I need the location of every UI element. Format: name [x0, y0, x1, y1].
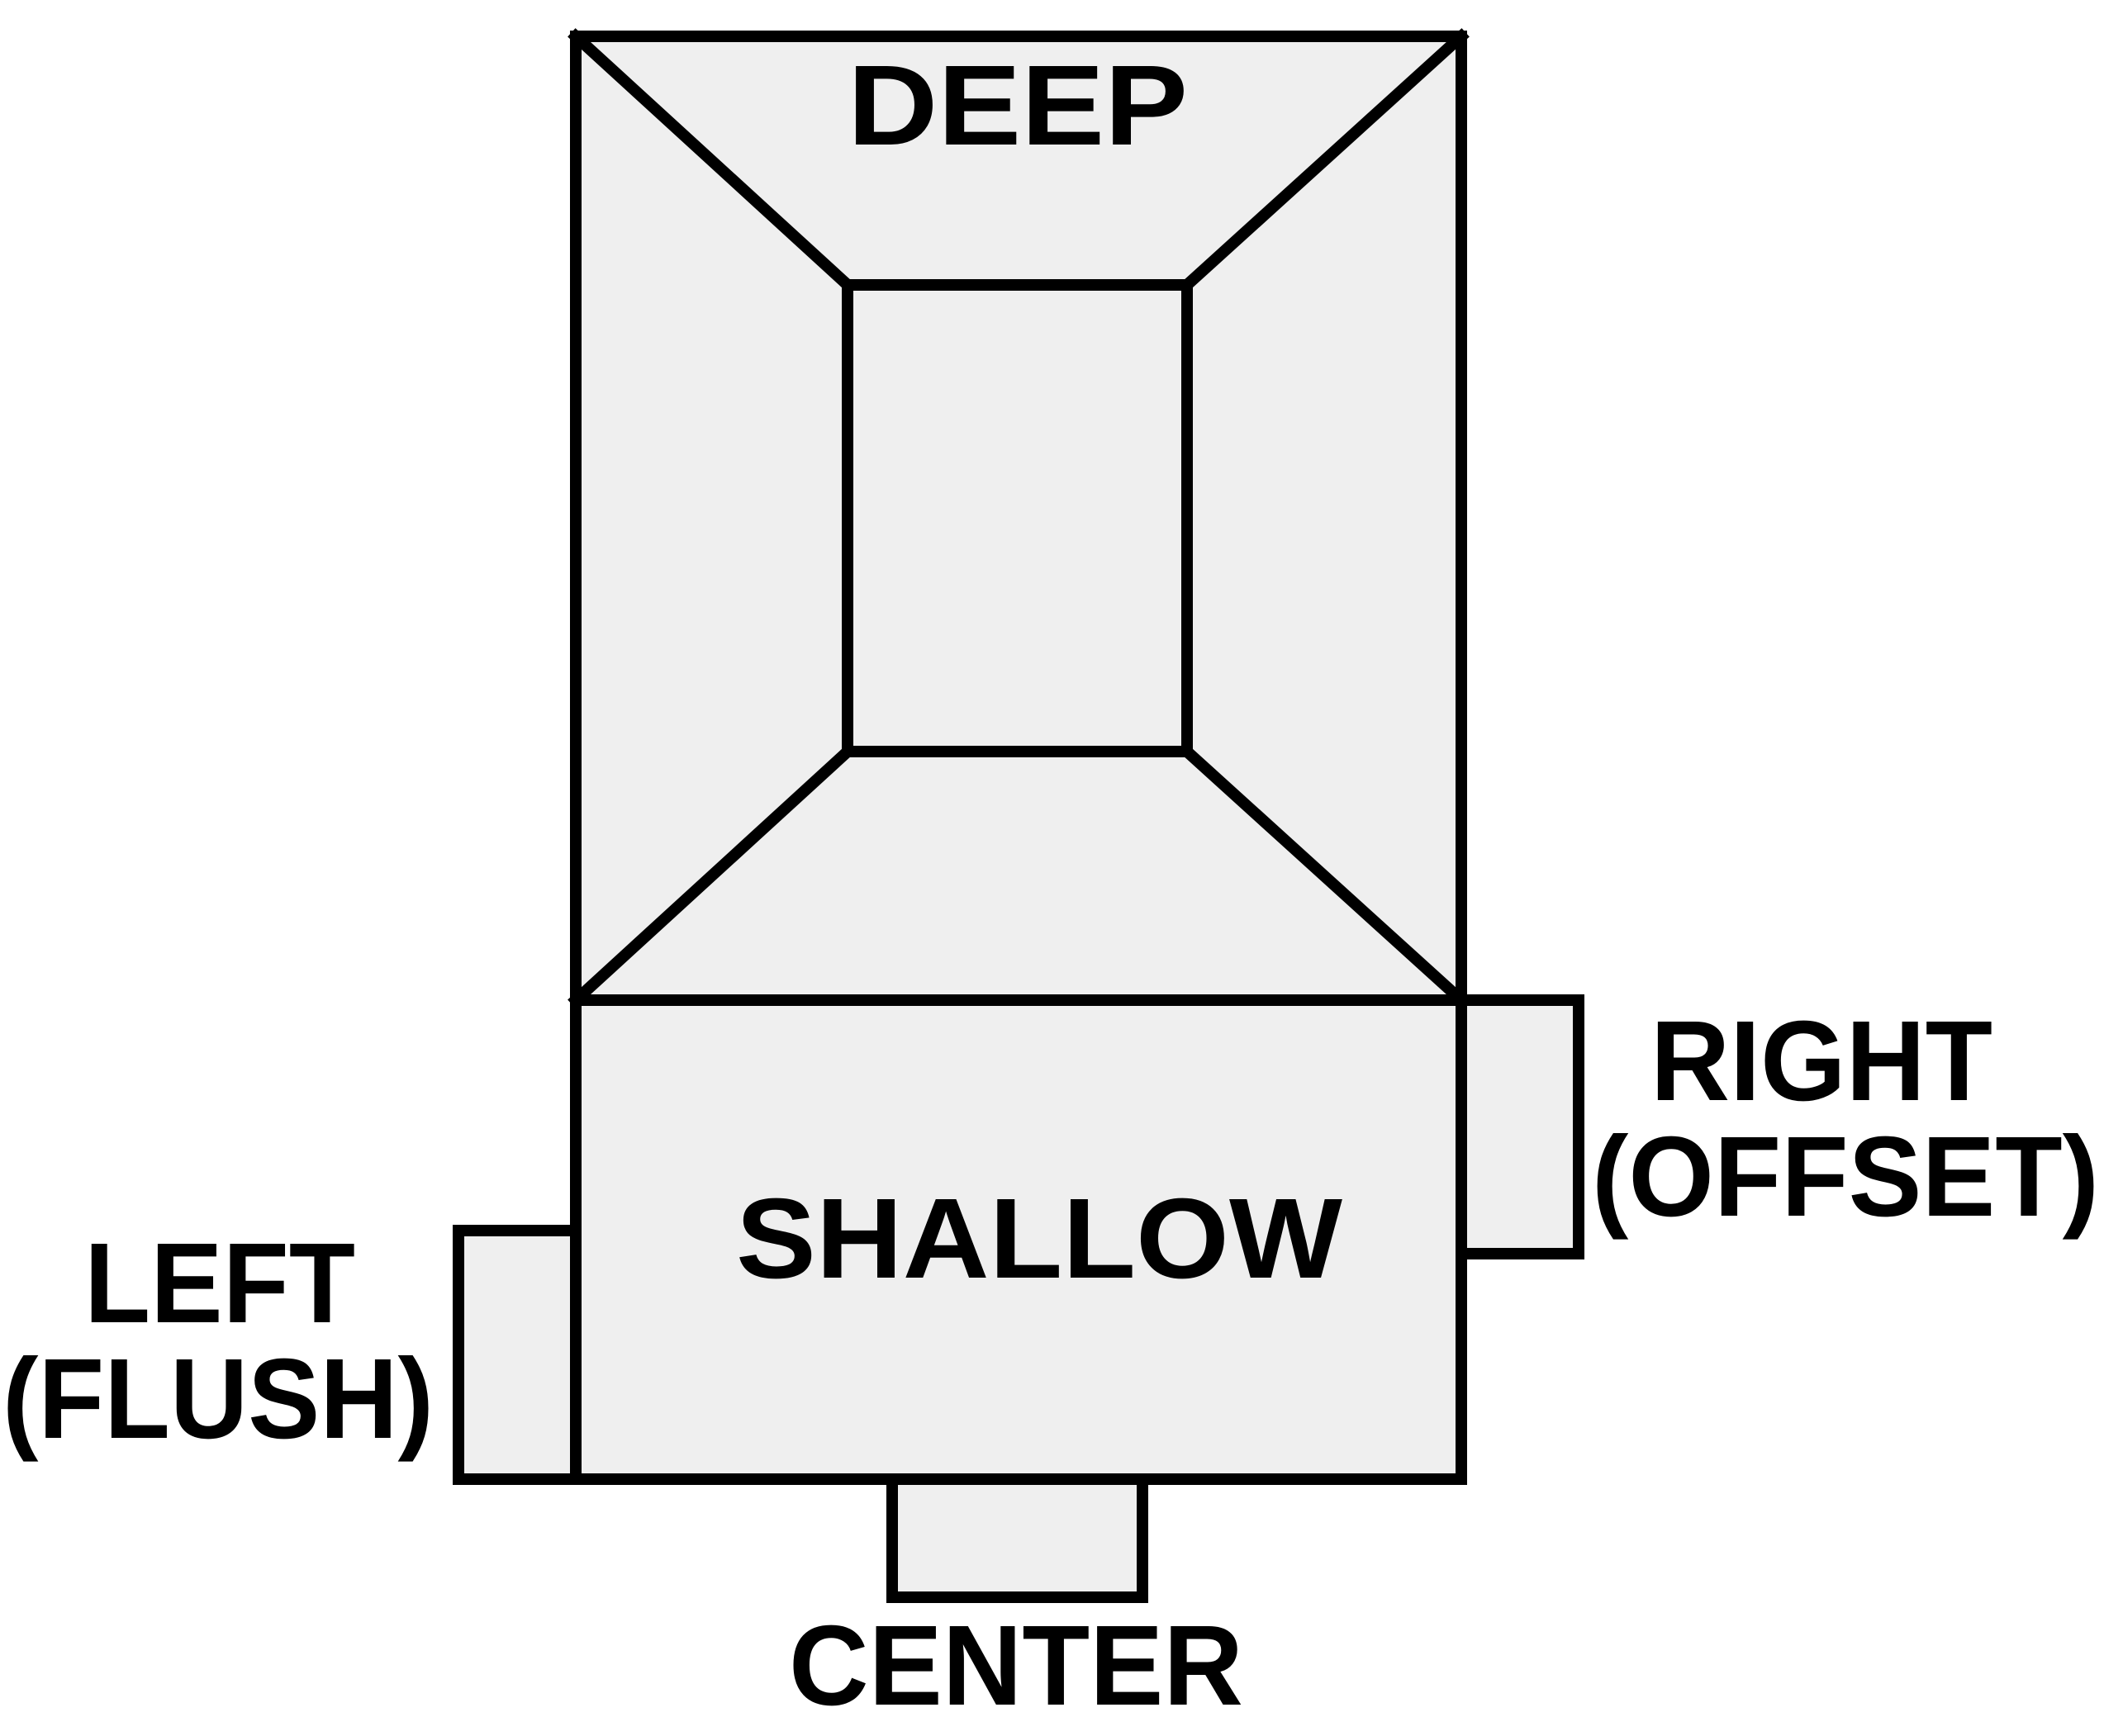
left-label-line2: (FLUSH) [2, 1335, 434, 1463]
left-step-box [453, 1225, 582, 1485]
deep-label: DEEP [848, 42, 1188, 169]
left-label-line1: LEFT [84, 1220, 355, 1347]
right-step-box [1456, 994, 1584, 1259]
right-label-line1: RIGHT [1650, 998, 1992, 1125]
slope-line-top-right [1179, 28, 1470, 293]
right-label-line2: (OFFSET) [1592, 1113, 2099, 1240]
center-step-box [886, 1473, 1148, 1603]
deep-end-floor [842, 279, 1193, 757]
center-label: CENTER [789, 1602, 1243, 1729]
slope-line-bottom-right [1179, 743, 1470, 1008]
shallow-label: SHALLOW [736, 1175, 1343, 1302]
slope-line-bottom-left [568, 743, 856, 1008]
slope-line-top-left [568, 28, 856, 293]
